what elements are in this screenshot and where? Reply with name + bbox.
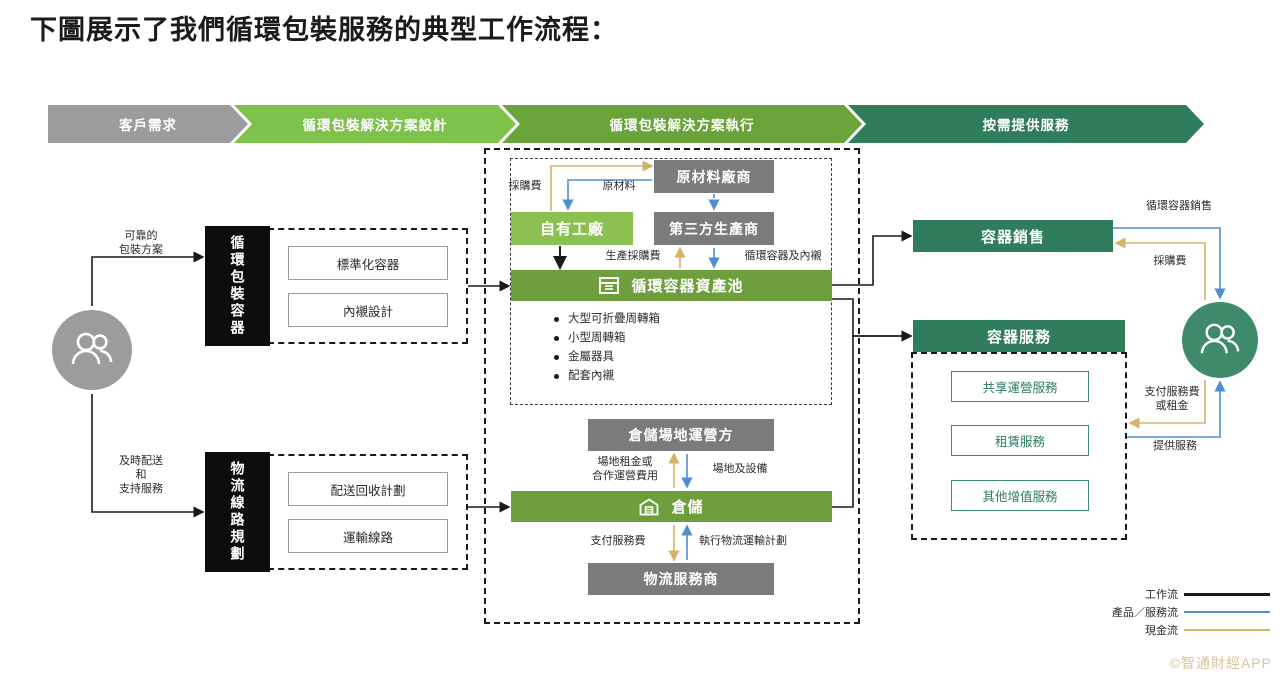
banner-step-3[interactable]: 按需提供服務 bbox=[848, 105, 1204, 143]
packaging-container-spine-label: 循環包裝容器 bbox=[229, 235, 246, 337]
warehouse-icon bbox=[640, 497, 659, 515]
container-service-box[interactable]: 容器服務 bbox=[913, 320, 1125, 352]
legend-item-0: 工作流 bbox=[1085, 585, 1270, 603]
users-icon bbox=[71, 332, 113, 365]
label-production-purchase-fee: 生產採購費 bbox=[605, 250, 661, 262]
container-sales-label: 容器銷售 bbox=[980, 228, 1045, 246]
legend: 工作流 產品／服務流 現金流 bbox=[1085, 585, 1270, 639]
legend-item-2: 現金流 bbox=[1085, 621, 1270, 639]
banner-step-2-label: 循環包裝解決方案執行 bbox=[609, 118, 755, 133]
logistics-provider-box[interactable]: 物流服務商 bbox=[588, 563, 774, 595]
container-asset-pool-label: 循環容器資產池 bbox=[631, 278, 744, 295]
banner-step-2[interactable]: 循環包裝解決方案執行 bbox=[502, 105, 862, 143]
left-item-transport-route[interactable]: 運輸線路 bbox=[288, 519, 448, 553]
left-item-delivery-recovery-plan-label: 配送回收計劃 bbox=[330, 483, 406, 498]
left-bottom-flow-label-line2: 和 bbox=[135, 468, 147, 481]
service-item-rental-label: 租賃服務 bbox=[994, 435, 1045, 449]
label-pay-service-fee-line2: 或租金 bbox=[1155, 399, 1189, 412]
banner-step-1-label: 循環包裝解決方案設計 bbox=[302, 118, 448, 133]
label-site-rent: 場地租金或 合作運營費用 bbox=[570, 456, 680, 484]
left-bottom-flow-label-line1: 及時配送 bbox=[119, 455, 163, 467]
left-item-liner-design[interactable]: 內襯設計 bbox=[288, 293, 448, 327]
container-icon bbox=[599, 277, 620, 294]
asset-pool-item-list: 大型可折疊周轉箱 小型周轉箱 金屬器具 配套內襯 bbox=[552, 310, 802, 386]
container-service-label: 容器服務 bbox=[986, 328, 1051, 346]
banner-step-0-label: 客戶需求 bbox=[119, 118, 177, 133]
legend-swatch-cash-flow bbox=[1184, 629, 1270, 631]
banner-step-0[interactable]: 客戶需求 bbox=[48, 105, 248, 143]
left-top-flow-label-line2: 包裝方案 bbox=[119, 243, 163, 256]
label-pay-service-fee-line1: 支付服務費 bbox=[1144, 386, 1200, 398]
label-execute-logistics-plan: 執行物流運輸計劃 bbox=[699, 535, 787, 547]
label-site-rent-line2: 合作運營費用 bbox=[592, 469, 658, 482]
logistics-provider-label: 物流服務商 bbox=[643, 571, 719, 587]
label-containers-and-liners: 循環容器及內襯 bbox=[744, 250, 822, 262]
banner-step-3-label: 按需提供服務 bbox=[982, 118, 1070, 133]
asset-pool-item-1: 小型周轉箱 bbox=[552, 329, 802, 348]
warehouse-box[interactable]: 倉儲 bbox=[511, 491, 832, 522]
warehouse-operator-label: 倉儲場地運營方 bbox=[628, 427, 734, 443]
third-party-producer-label: 第三方生產商 bbox=[669, 220, 759, 237]
own-factory-box[interactable]: 自有工廠 bbox=[511, 212, 633, 245]
legend-item-1: 產品／服務流 bbox=[1085, 603, 1270, 621]
label-purchase-fee-right: 採購費 bbox=[1153, 255, 1187, 267]
asset-pool-item-3: 配套內襯 bbox=[552, 367, 802, 386]
service-item-shared-operation-label: 共享運營服務 bbox=[982, 381, 1058, 395]
left-top-flow-label-line1: 可靠的 bbox=[124, 230, 158, 242]
service-item-shared-operation[interactable]: 共享運營服務 bbox=[951, 371, 1089, 402]
warehouse-label: 倉儲 bbox=[671, 499, 704, 516]
container-sales-box[interactable]: 容器銷售 bbox=[913, 220, 1113, 252]
banner-step-1[interactable]: 循環包裝解決方案設計 bbox=[234, 105, 516, 143]
left-bottom-flow-label-line3: 支持服務 bbox=[119, 482, 163, 495]
logistics-planning-spine: 物流線路規劃 bbox=[205, 452, 270, 572]
label-pay-service-fee-warehouse: 支付服務費 bbox=[590, 535, 646, 547]
raw-material-supplier-box[interactable]: 原材料廠商 bbox=[654, 160, 774, 193]
watermark: ©智通財經APP bbox=[1169, 655, 1272, 671]
logistics-planning-spine-label: 物流線路規劃 bbox=[229, 461, 246, 563]
left-item-standard-container[interactable]: 標準化容器 bbox=[288, 246, 448, 280]
service-item-other-value-added-label: 其他增值服務 bbox=[982, 490, 1058, 504]
label-site-rent-line1: 場地租金或 bbox=[597, 456, 653, 468]
container-asset-pool-box[interactable]: 循環容器資產池 bbox=[511, 270, 832, 301]
legend-item-1-label: 產品／服務流 bbox=[1112, 607, 1178, 619]
legend-swatch-workflow bbox=[1184, 592, 1270, 596]
legend-item-2-label: 現金流 bbox=[1145, 625, 1178, 637]
legend-swatch-product-service-flow bbox=[1184, 611, 1270, 613]
label-provide-service: 提供服務 bbox=[1153, 440, 1197, 452]
packaging-container-spine: 循環包裝容器 bbox=[205, 226, 270, 346]
left-top-flow-label: 可靠的 包裝方案 bbox=[86, 230, 196, 258]
left-item-liner-design-label: 內襯設計 bbox=[342, 304, 393, 319]
left-bottom-flow-label: 及時配送 和 支持服務 bbox=[86, 455, 196, 496]
label-raw-material: 原材料 bbox=[602, 180, 636, 192]
label-purchase-fee-center: 採購費 bbox=[508, 180, 542, 192]
right-customer-avatar bbox=[1182, 302, 1258, 378]
own-factory-label: 自有工廠 bbox=[539, 221, 604, 238]
label-container-sales-flow: 循環容器銷售 bbox=[1146, 200, 1212, 212]
label-pay-service-fee-right: 支付服務費 或租金 bbox=[1122, 386, 1222, 414]
warehouse-operator-box[interactable]: 倉儲場地運營方 bbox=[588, 419, 774, 451]
label-site-equipment: 場地及設備 bbox=[712, 463, 768, 475]
service-item-other-value-added[interactable]: 其他增值服務 bbox=[951, 480, 1089, 511]
right-purchase-fee-connector bbox=[1114, 237, 1206, 300]
left-item-transport-route-label: 運輸線路 bbox=[342, 530, 393, 545]
third-party-producer-box[interactable]: 第三方生產商 bbox=[654, 212, 774, 245]
left-item-delivery-recovery-plan[interactable]: 配送回收計劃 bbox=[288, 472, 448, 506]
asset-pool-item-0: 大型可折疊周轉箱 bbox=[552, 310, 802, 329]
left-customer-avatar bbox=[52, 310, 132, 390]
users-icon bbox=[1200, 323, 1240, 354]
container-service-group-box bbox=[911, 352, 1127, 540]
left-item-standard-container-label: 標準化容器 bbox=[336, 257, 400, 272]
page-title: 下圖展示了我們循環包裝服務的典型工作流程： bbox=[30, 15, 618, 45]
raw-material-supplier-label: 原材料廠商 bbox=[676, 168, 752, 185]
asset-pool-item-2: 金屬器具 bbox=[552, 348, 802, 367]
service-item-rental[interactable]: 租賃服務 bbox=[951, 425, 1089, 456]
legend-item-0-label: 工作流 bbox=[1145, 589, 1178, 601]
process-banner: 客戶需求 循環包裝解決方案設計 循環包裝解決方案執行 按需提供服務 bbox=[48, 105, 1218, 143]
